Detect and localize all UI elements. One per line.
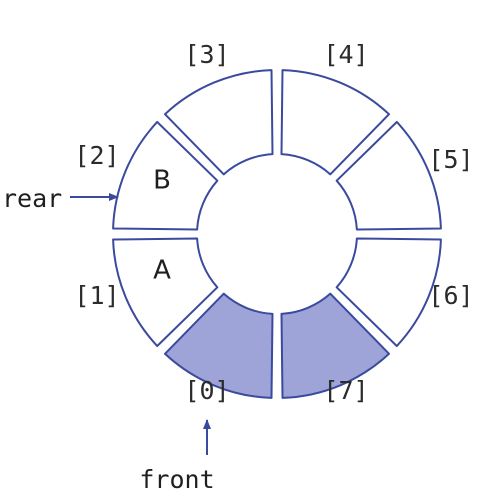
- queue-slot-4: [335, 120, 442, 231]
- queue-slot-3: [335, 237, 442, 348]
- queue-slot-0: [112, 237, 219, 348]
- queue-ring: [112, 69, 442, 399]
- queue-slot-1: [163, 292, 274, 399]
- index-label-3: [3]: [184, 40, 229, 69]
- index-label-6: [6]: [428, 281, 473, 310]
- queue-slot-7: [112, 120, 219, 231]
- queue-slot-2: [280, 292, 391, 399]
- slot-value-1: A: [153, 256, 171, 286]
- index-label-7: [7]: [323, 376, 368, 405]
- index-label-1: [1]: [74, 281, 119, 310]
- index-label-0: [0]: [184, 376, 229, 405]
- index-label-4: [4]: [323, 40, 368, 69]
- queue-slot-6: [163, 69, 274, 176]
- queue-slot-5: [280, 69, 391, 176]
- index-label-5: [5]: [428, 145, 473, 174]
- index-label-2: [2]: [74, 141, 119, 170]
- front-pointer-label: front: [139, 465, 214, 494]
- rear-pointer-label: rear: [2, 184, 62, 213]
- slot-value-2: B: [153, 166, 171, 196]
